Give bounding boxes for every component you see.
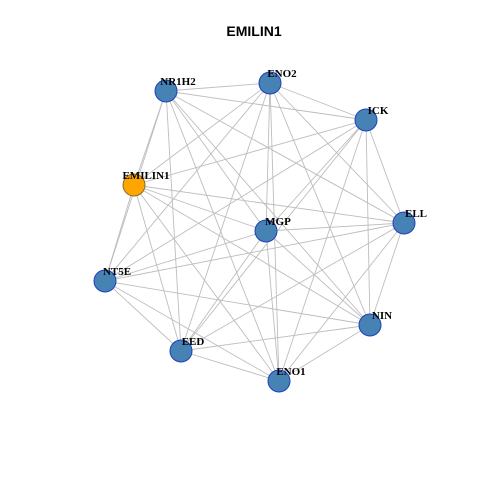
edge-ick-mgp [265, 119, 367, 232]
edge-eno2-ell [269, 82, 405, 224]
nodes-layer [93, 71, 416, 393]
node-label-eed: EED [182, 336, 205, 348]
edge-mgp-nt5e [104, 230, 267, 282]
node-eno1 [267, 369, 291, 393]
node-label-emilin1: EMILIN1 [122, 170, 169, 182]
node-label-mgp: MGP [265, 216, 291, 228]
node-ick [354, 108, 378, 132]
edge-eno2-mgp [265, 82, 271, 232]
edge-nin-eed [180, 324, 371, 352]
node-label-nin: NIN [372, 310, 392, 322]
node-label-eno2: ENO2 [267, 68, 297, 80]
diagram-title: EMILIN1 [226, 23, 281, 39]
node-eed [169, 339, 193, 363]
edge-nr1h2-eno1 [165, 90, 280, 382]
node-emilin1 [122, 173, 146, 197]
edge-eed-eno1 [180, 350, 280, 382]
edge-ell-mgp [265, 222, 405, 232]
edge-ick-nt5e [104, 119, 367, 282]
node-nr1h2 [154, 79, 178, 103]
edge-ell-nt5e [104, 222, 405, 282]
edge-mgp-nin [265, 230, 371, 326]
edge-nt5e-eno1 [104, 280, 280, 382]
node-ell [392, 211, 416, 235]
edge-emilin1-nin [133, 184, 371, 326]
edge-eno2-emilin1 [133, 82, 271, 186]
edge-mgp-eno1 [265, 230, 280, 382]
edge-nr1h2-ell [165, 90, 405, 224]
edge-nr1h2-nin [165, 90, 371, 326]
edge-ick-nin [365, 119, 371, 326]
edge-nt5e-eed [104, 280, 182, 352]
edge-ick-ell [365, 119, 405, 224]
edge-nin-eno1 [278, 324, 371, 382]
edge-emilin1-eno1 [133, 184, 280, 382]
edge-nr1h2-eed [165, 90, 182, 352]
edge-nr1h2-ick [165, 90, 367, 121]
edge-eno2-nt5e [104, 82, 271, 282]
node-label-ell: ELL [405, 208, 427, 220]
edge-eno2-ick [269, 82, 367, 121]
node-mgp [254, 219, 278, 243]
edge-ick-emilin1 [133, 119, 367, 186]
node-nin [358, 313, 382, 337]
node-nt5e [93, 269, 117, 293]
edges-layer [104, 82, 405, 382]
edge-nr1h2-mgp [165, 90, 267, 232]
edge-ell-eno1 [278, 222, 405, 382]
edge-emilin1-ell [133, 184, 405, 224]
edge-nt5e-nin [104, 280, 371, 326]
edge-emilin1-nt5e [104, 184, 135, 282]
edge-ick-eno1 [278, 119, 367, 382]
edge-ell-nin [369, 222, 405, 326]
node-eno2 [258, 71, 282, 95]
edge-eno2-nin [269, 82, 371, 326]
node-label-nt5e: NT5E [103, 266, 131, 278]
edge-emilin1-mgp [133, 184, 267, 232]
node-label-nr1h2: NR1H2 [160, 76, 196, 88]
edge-mgp-eed [180, 230, 267, 352]
node-label-ick: ICK [368, 105, 389, 117]
edge-nr1h2-eno2 [165, 82, 271, 92]
node-label-eno1: ENO1 [276, 366, 305, 378]
edge-emilin1-eed [133, 184, 182, 352]
edge-ell-eed [180, 222, 405, 352]
